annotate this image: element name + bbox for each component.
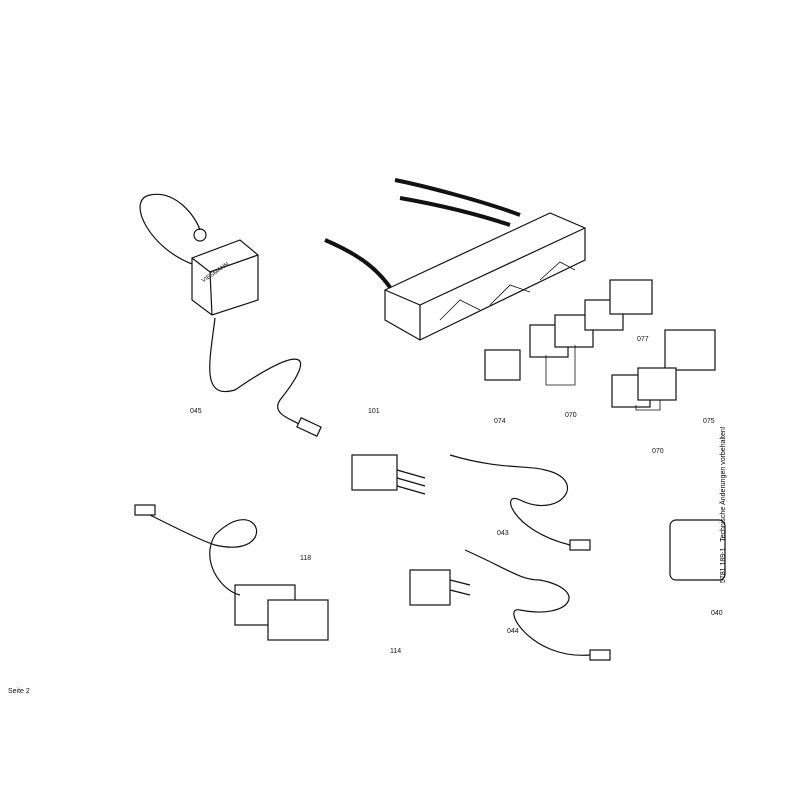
label-070-lower: 070 (652, 448, 664, 455)
label-118: 118 (300, 555, 312, 562)
vertical-footer: 5781 189-1 Technische Änderungen vorbeha… (720, 426, 727, 583)
page-number: Seite 2 (8, 688, 30, 695)
change-note: Technische Änderungen vorbehalten! (720, 426, 727, 542)
plug-drawings (234, 279, 726, 641)
cable-drawings (134, 454, 611, 661)
part-045-drawing (139, 193, 322, 437)
label-040: 040 (711, 610, 723, 617)
label-075: 075 (703, 418, 715, 425)
label-101: 101 (368, 408, 380, 415)
label-045: 045 (190, 408, 202, 415)
document-number: 5781 189-1 (720, 547, 727, 583)
label-114: 114 (390, 648, 402, 655)
label-074: 074 (494, 418, 506, 425)
label-070-upper: 070 (565, 412, 577, 419)
label-077: 077 (637, 336, 649, 343)
label-044: 044 (507, 628, 519, 635)
label-043: 043 (497, 530, 509, 537)
harness-drawing (324, 178, 586, 341)
